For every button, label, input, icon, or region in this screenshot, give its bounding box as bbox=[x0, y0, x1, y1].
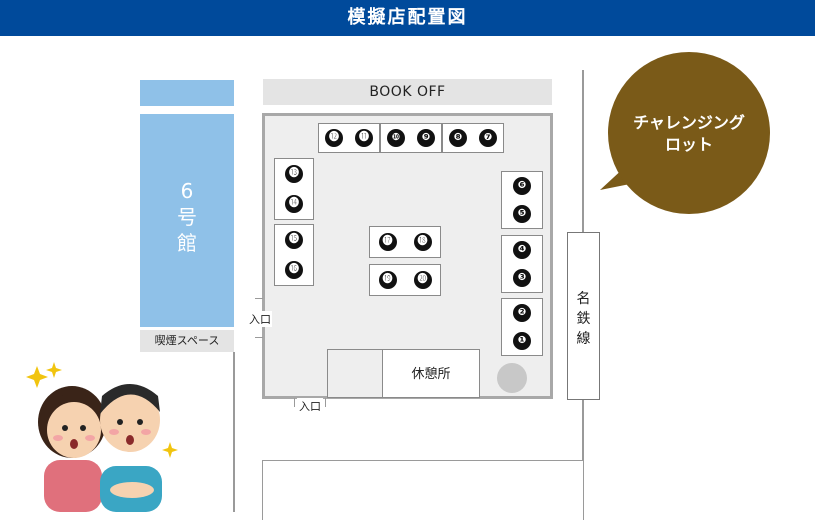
booth-number: ❽ bbox=[449, 129, 467, 147]
road-line-left bbox=[233, 352, 235, 512]
page-title: 模擬店配置図 bbox=[0, 0, 815, 36]
lower-building bbox=[262, 460, 584, 520]
booth-number: ❾ bbox=[417, 129, 435, 147]
building-6-annex bbox=[140, 80, 234, 106]
bookoff-label: BOOK OFF bbox=[263, 79, 552, 105]
booth-number: ❸ bbox=[513, 269, 531, 287]
entrance-left-marker bbox=[255, 337, 263, 338]
booth-number: ⓴ bbox=[413, 271, 432, 289]
booth-table-19-20: ⓳ ⓴ bbox=[369, 264, 441, 296]
booth-number: ⓱ bbox=[378, 233, 397, 251]
smoking-area: 喫煙スペース bbox=[140, 330, 234, 352]
round-object bbox=[497, 363, 527, 393]
booth-number: ❷ bbox=[513, 304, 531, 322]
surprised-people-illustration bbox=[26, 362, 178, 512]
booth-number: ❺ bbox=[513, 205, 531, 223]
booth-table-17-18: ⓱ ⓲ bbox=[369, 226, 441, 258]
booth-table-6-5: ❻ ❺ bbox=[501, 171, 543, 229]
building-6: 6 号 館 bbox=[140, 114, 234, 327]
entrance-bottom-marker bbox=[325, 398, 326, 407]
entrance-left-marker bbox=[255, 298, 263, 299]
entrance-bottom-label: 入口 bbox=[297, 398, 323, 414]
booth-table-13-14: ⓭ ⓮ bbox=[274, 158, 314, 220]
booth-number: ⓲ bbox=[413, 233, 432, 251]
booth-number: ❻ bbox=[513, 177, 531, 195]
entrance-left-label: 入口 bbox=[248, 311, 272, 327]
booth-number: ❹ bbox=[513, 241, 531, 259]
booth-number: ⓭ bbox=[285, 165, 303, 183]
booth-table-15-16: ⓯ ⓰ bbox=[274, 224, 314, 286]
booth-table-4-3: ❹ ❸ bbox=[501, 235, 543, 293]
rest-area-annex bbox=[327, 349, 383, 398]
rest-area: 休憩所 bbox=[382, 349, 480, 398]
booth-number: ❿ bbox=[387, 129, 405, 147]
booth-table-2-1: ❷ ❶ bbox=[501, 298, 543, 356]
booth-number: ⓫ bbox=[355, 129, 373, 147]
booth-table-10-9: ❿ ❾ bbox=[380, 123, 442, 153]
meitetsu-line: 名 鉄 線 bbox=[567, 232, 600, 400]
challenging-lot-bubble: チャレンジング ロット bbox=[608, 52, 770, 214]
booth-number: ⓰ bbox=[285, 261, 303, 279]
booth-number: ❼ bbox=[479, 129, 497, 147]
booth-number: ⓬ bbox=[325, 129, 343, 147]
booth-table-8-7: ❽ ❼ bbox=[442, 123, 504, 153]
entrance-bottom-marker bbox=[294, 398, 295, 407]
booth-number: ⓯ bbox=[285, 231, 303, 249]
booth-number: ❶ bbox=[513, 332, 531, 350]
booth-number: ⓳ bbox=[378, 271, 397, 289]
booth-table-12-11: ⓬ ⓫ bbox=[318, 123, 380, 153]
booth-number: ⓮ bbox=[285, 195, 303, 213]
